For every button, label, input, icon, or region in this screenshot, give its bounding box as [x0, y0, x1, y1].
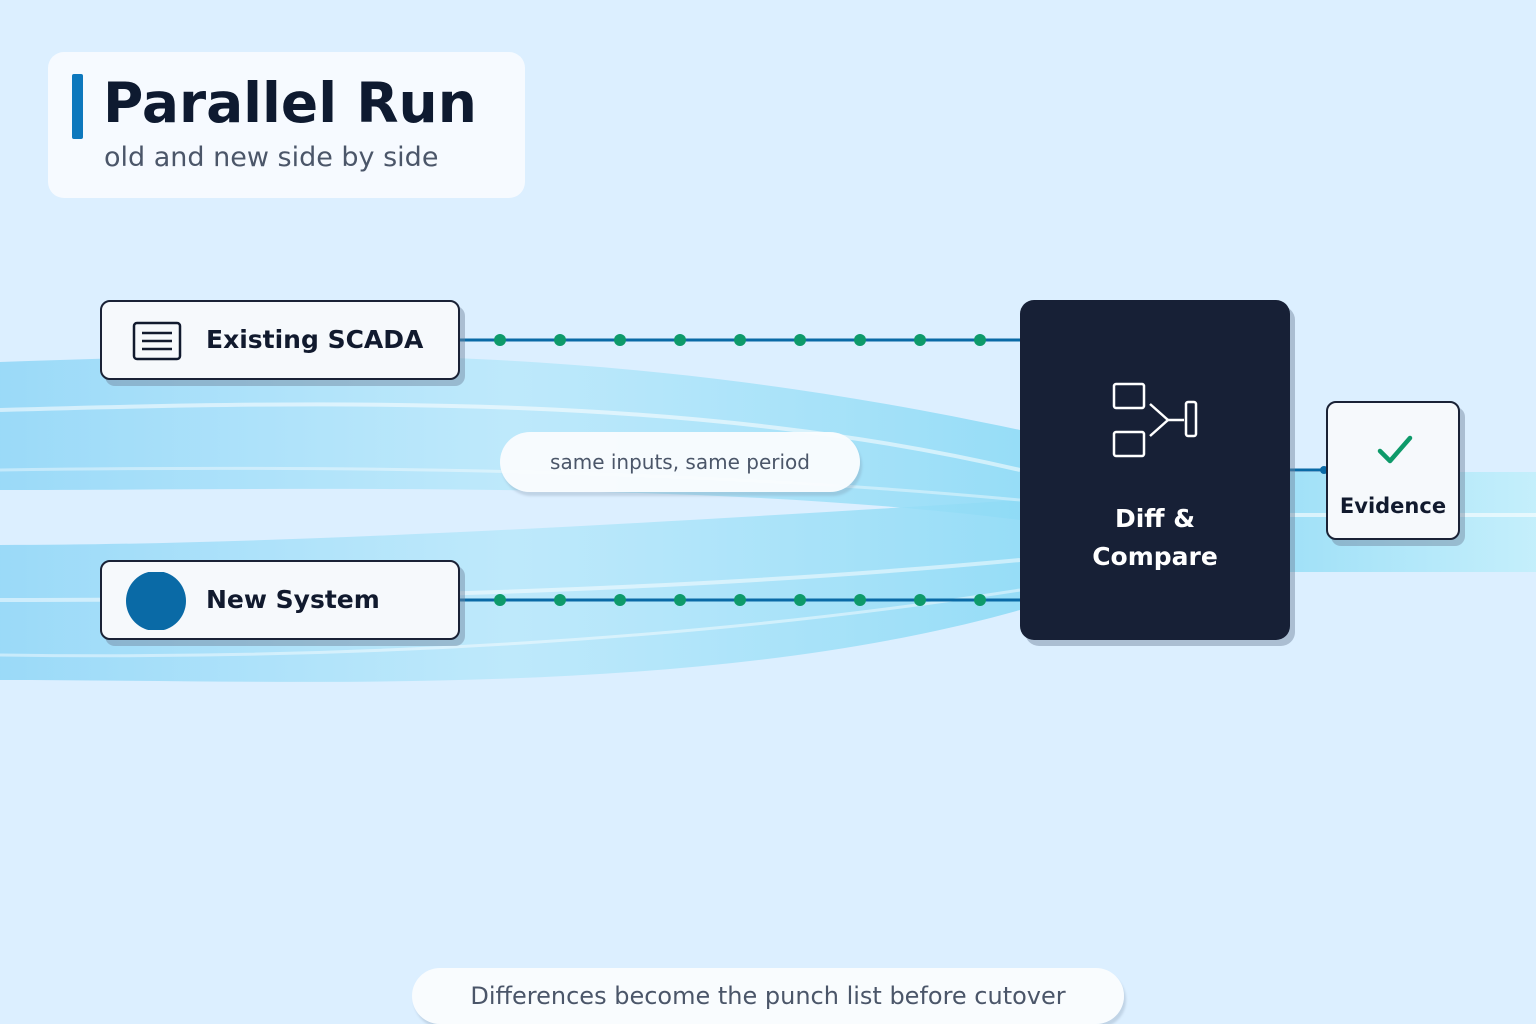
connector-dots-bottom — [494, 594, 986, 606]
filled-circle-icon — [126, 572, 186, 630]
diff-label-line2: Compare — [1092, 542, 1218, 571]
diff-label-line1: Diff & — [1114, 504, 1196, 533]
connector-dots-top — [494, 334, 986, 346]
footer-text: Differences become the punch list before… — [470, 982, 1066, 1010]
node-new-system[interactable]: New System — [100, 560, 460, 640]
node-evidence[interactable]: Evidence — [1326, 401, 1460, 540]
document-lines-icon — [132, 321, 182, 361]
checkmark-icon — [1377, 435, 1413, 464]
footer-caption: Differences become the punch list before… — [412, 968, 1124, 1024]
annotation-pill: same inputs, same period — [500, 432, 860, 492]
title-card: Parallel Run old and new side by side — [48, 52, 525, 198]
node-evidence-label: Evidence — [1339, 494, 1447, 518]
annotation-text: same inputs, same period — [550, 450, 810, 474]
merge-compare-icon — [1112, 382, 1198, 458]
node-diff-compare-label: Diff & Compare — [1020, 500, 1290, 576]
node-existing-scada[interactable]: Existing SCADA — [100, 300, 460, 380]
title-accent-bar — [72, 74, 83, 139]
page-subtitle: old and new side by side — [104, 142, 439, 173]
page-title: Parallel Run — [103, 71, 477, 135]
node-existing-scada-label: Existing SCADA — [206, 325, 424, 354]
node-new-system-label: New System — [206, 585, 380, 614]
node-diff-compare[interactable]: Diff & Compare — [1020, 300, 1290, 640]
